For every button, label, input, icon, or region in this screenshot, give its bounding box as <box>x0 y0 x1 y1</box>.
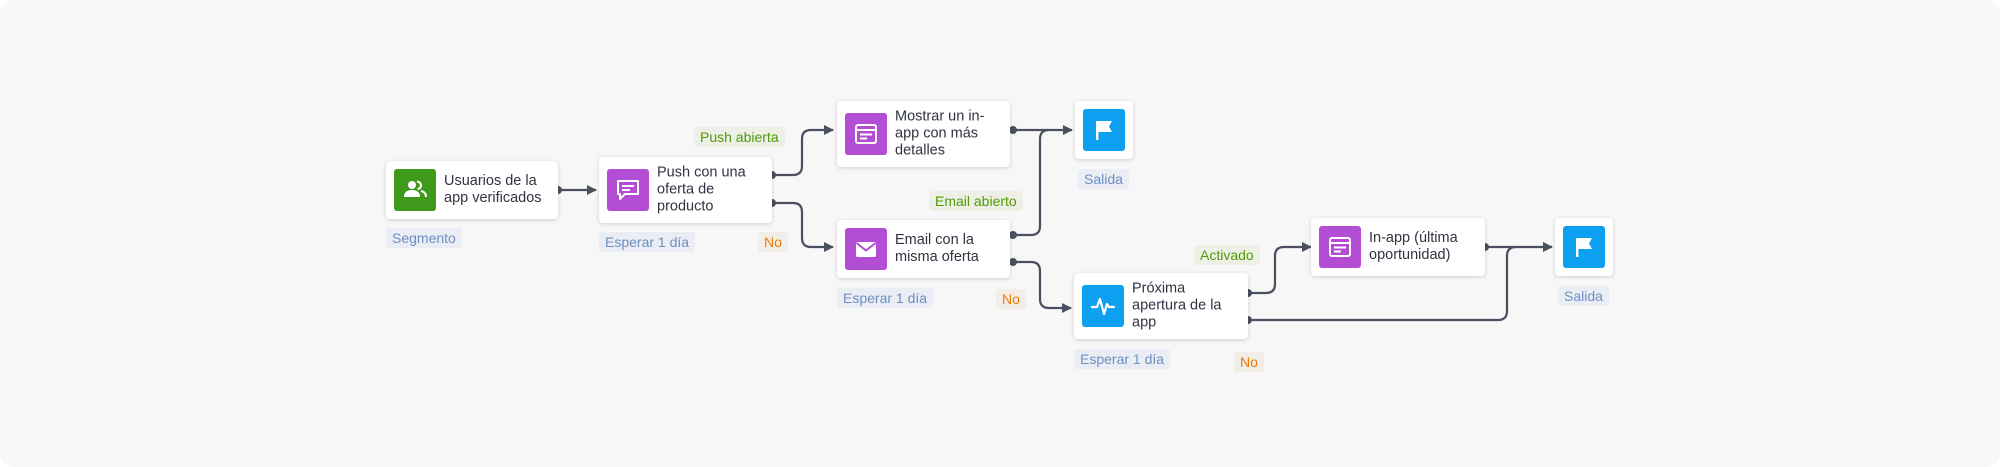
inapp-details-node-label: Mostrar un in-app con más detalles <box>895 108 985 159</box>
email-opened-label: Email abierto <box>929 191 1023 211</box>
chat-bubble-icon <box>607 169 649 211</box>
next-app-open-node[interactable]: Próxima apertura de la app <box>1074 273 1248 339</box>
connector-app-activated <box>1248 242 1312 295</box>
connector-email-no <box>1013 260 1072 313</box>
email-no-label: No <box>996 289 1026 309</box>
connector-email-exit <box>1013 128 1050 237</box>
flag-icon <box>1563 226 1605 268</box>
inapp-details-node[interactable]: Mostrar un in-app con más detalles <box>837 101 1010 167</box>
inapp-last-chance-node[interactable]: In-app (última oportunidad) <box>1311 218 1485 276</box>
exit-node-2[interactable] <box>1555 218 1613 276</box>
activated-label: Activado <box>1194 245 1260 265</box>
users-icon <box>394 169 436 211</box>
in-app-window-icon <box>1319 226 1361 268</box>
activity-pulse-icon <box>1082 285 1124 327</box>
envelope-icon <box>845 228 887 270</box>
segment-node[interactable]: Usuarios de la app verificados <box>386 161 558 219</box>
flag-icon <box>1083 109 1125 151</box>
push-no-label: No <box>758 232 788 252</box>
segment-tag: Segmento <box>386 228 462 248</box>
connector-push-no <box>772 201 834 252</box>
exit-label-2: Salida <box>1558 286 1609 306</box>
wait-tag-2: Esperar 1 día <box>837 288 934 308</box>
exit-node-1[interactable] <box>1075 101 1133 159</box>
email-node-label: Email con la misma oferta <box>895 232 979 265</box>
wait-tag-1: Esperar 1 día <box>599 232 696 252</box>
segment-node-label: Usuarios de la app verificados <box>444 173 542 206</box>
email-node[interactable]: Email con la misma oferta <box>837 220 1010 278</box>
push-node[interactable]: Push con una oferta de producto <box>599 157 772 223</box>
push-node-label: Push con una oferta de producto <box>657 164 746 215</box>
app-no-label: No <box>1234 352 1264 372</box>
next-app-open-node-label: Próxima apertura de la app <box>1132 280 1222 331</box>
in-app-window-icon <box>845 113 887 155</box>
inapp-last-chance-node-label: In-app (última oportunidad) <box>1369 230 1458 263</box>
push-opened-label: Push abierta <box>694 127 785 147</box>
connector-app-no <box>1248 245 1517 322</box>
exit-label-1: Salida <box>1078 169 1129 189</box>
wait-tag-3: Esperar 1 día <box>1074 349 1171 369</box>
connector-push-opened <box>772 125 834 177</box>
